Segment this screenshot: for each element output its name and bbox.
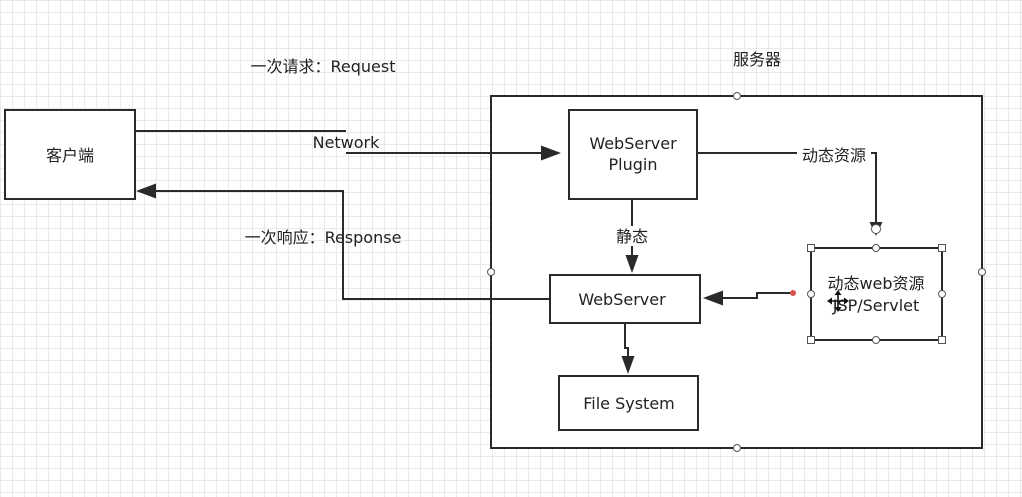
dynamic-label-bg xyxy=(797,144,871,164)
connection-point[interactable] xyxy=(978,268,986,276)
connection-point[interactable] xyxy=(938,290,946,298)
connection-point[interactable] xyxy=(872,336,880,344)
dynamic-resource-label-line2: JSP/Servlet xyxy=(832,296,920,315)
server-title: 服务器 xyxy=(733,50,781,69)
connection-point[interactable] xyxy=(733,444,741,452)
dynamic-return-arrowhead xyxy=(703,290,723,306)
resize-handle[interactable] xyxy=(807,336,815,344)
response-label: 一次响应：Response xyxy=(245,228,402,247)
filesystem-edge[interactable] xyxy=(624,323,629,356)
dynamic-label: 动态资源 xyxy=(802,146,866,165)
response-edge[interactable] xyxy=(155,190,550,300)
static-arrowhead xyxy=(625,255,639,273)
response-arrowhead xyxy=(136,183,156,199)
filesystem-label: File System xyxy=(583,394,675,413)
dynamic-resource-node[interactable] xyxy=(810,247,943,341)
dynamic-edge[interactable] xyxy=(697,152,877,228)
request-arrowhead xyxy=(541,145,561,161)
static-label: 静态 xyxy=(616,227,648,246)
webserver-node[interactable] xyxy=(549,274,701,324)
move-cursor-icon xyxy=(827,290,849,312)
filesystem-node[interactable] xyxy=(558,375,699,431)
network-label: Network xyxy=(313,133,381,152)
plugin-label-line2: Plugin xyxy=(609,155,658,174)
resize-handle[interactable] xyxy=(938,244,946,252)
dynamic-resource-label-line1: 动态web资源 xyxy=(827,274,924,293)
request-label: 一次请求：Request xyxy=(251,57,396,76)
plugin-label-line1: WebServer xyxy=(589,134,677,153)
static-label-bg xyxy=(612,226,652,246)
connection-point[interactable] xyxy=(871,224,881,234)
resize-handle[interactable] xyxy=(938,336,946,344)
selected-connection-point[interactable] xyxy=(790,290,796,296)
dynamic-return-edge[interactable] xyxy=(722,292,793,299)
client-node[interactable] xyxy=(4,109,136,200)
connection-point[interactable] xyxy=(487,268,495,276)
connection-point[interactable] xyxy=(872,244,880,252)
webserver-plugin-node[interactable] xyxy=(568,109,698,200)
connection-point[interactable] xyxy=(807,290,815,298)
filesystem-arrowhead xyxy=(621,356,635,374)
client-label: 客户端 xyxy=(46,146,94,165)
resize-handle[interactable] xyxy=(807,244,815,252)
webserver-label: WebServer xyxy=(578,290,666,309)
connection-point[interactable] xyxy=(733,92,741,100)
